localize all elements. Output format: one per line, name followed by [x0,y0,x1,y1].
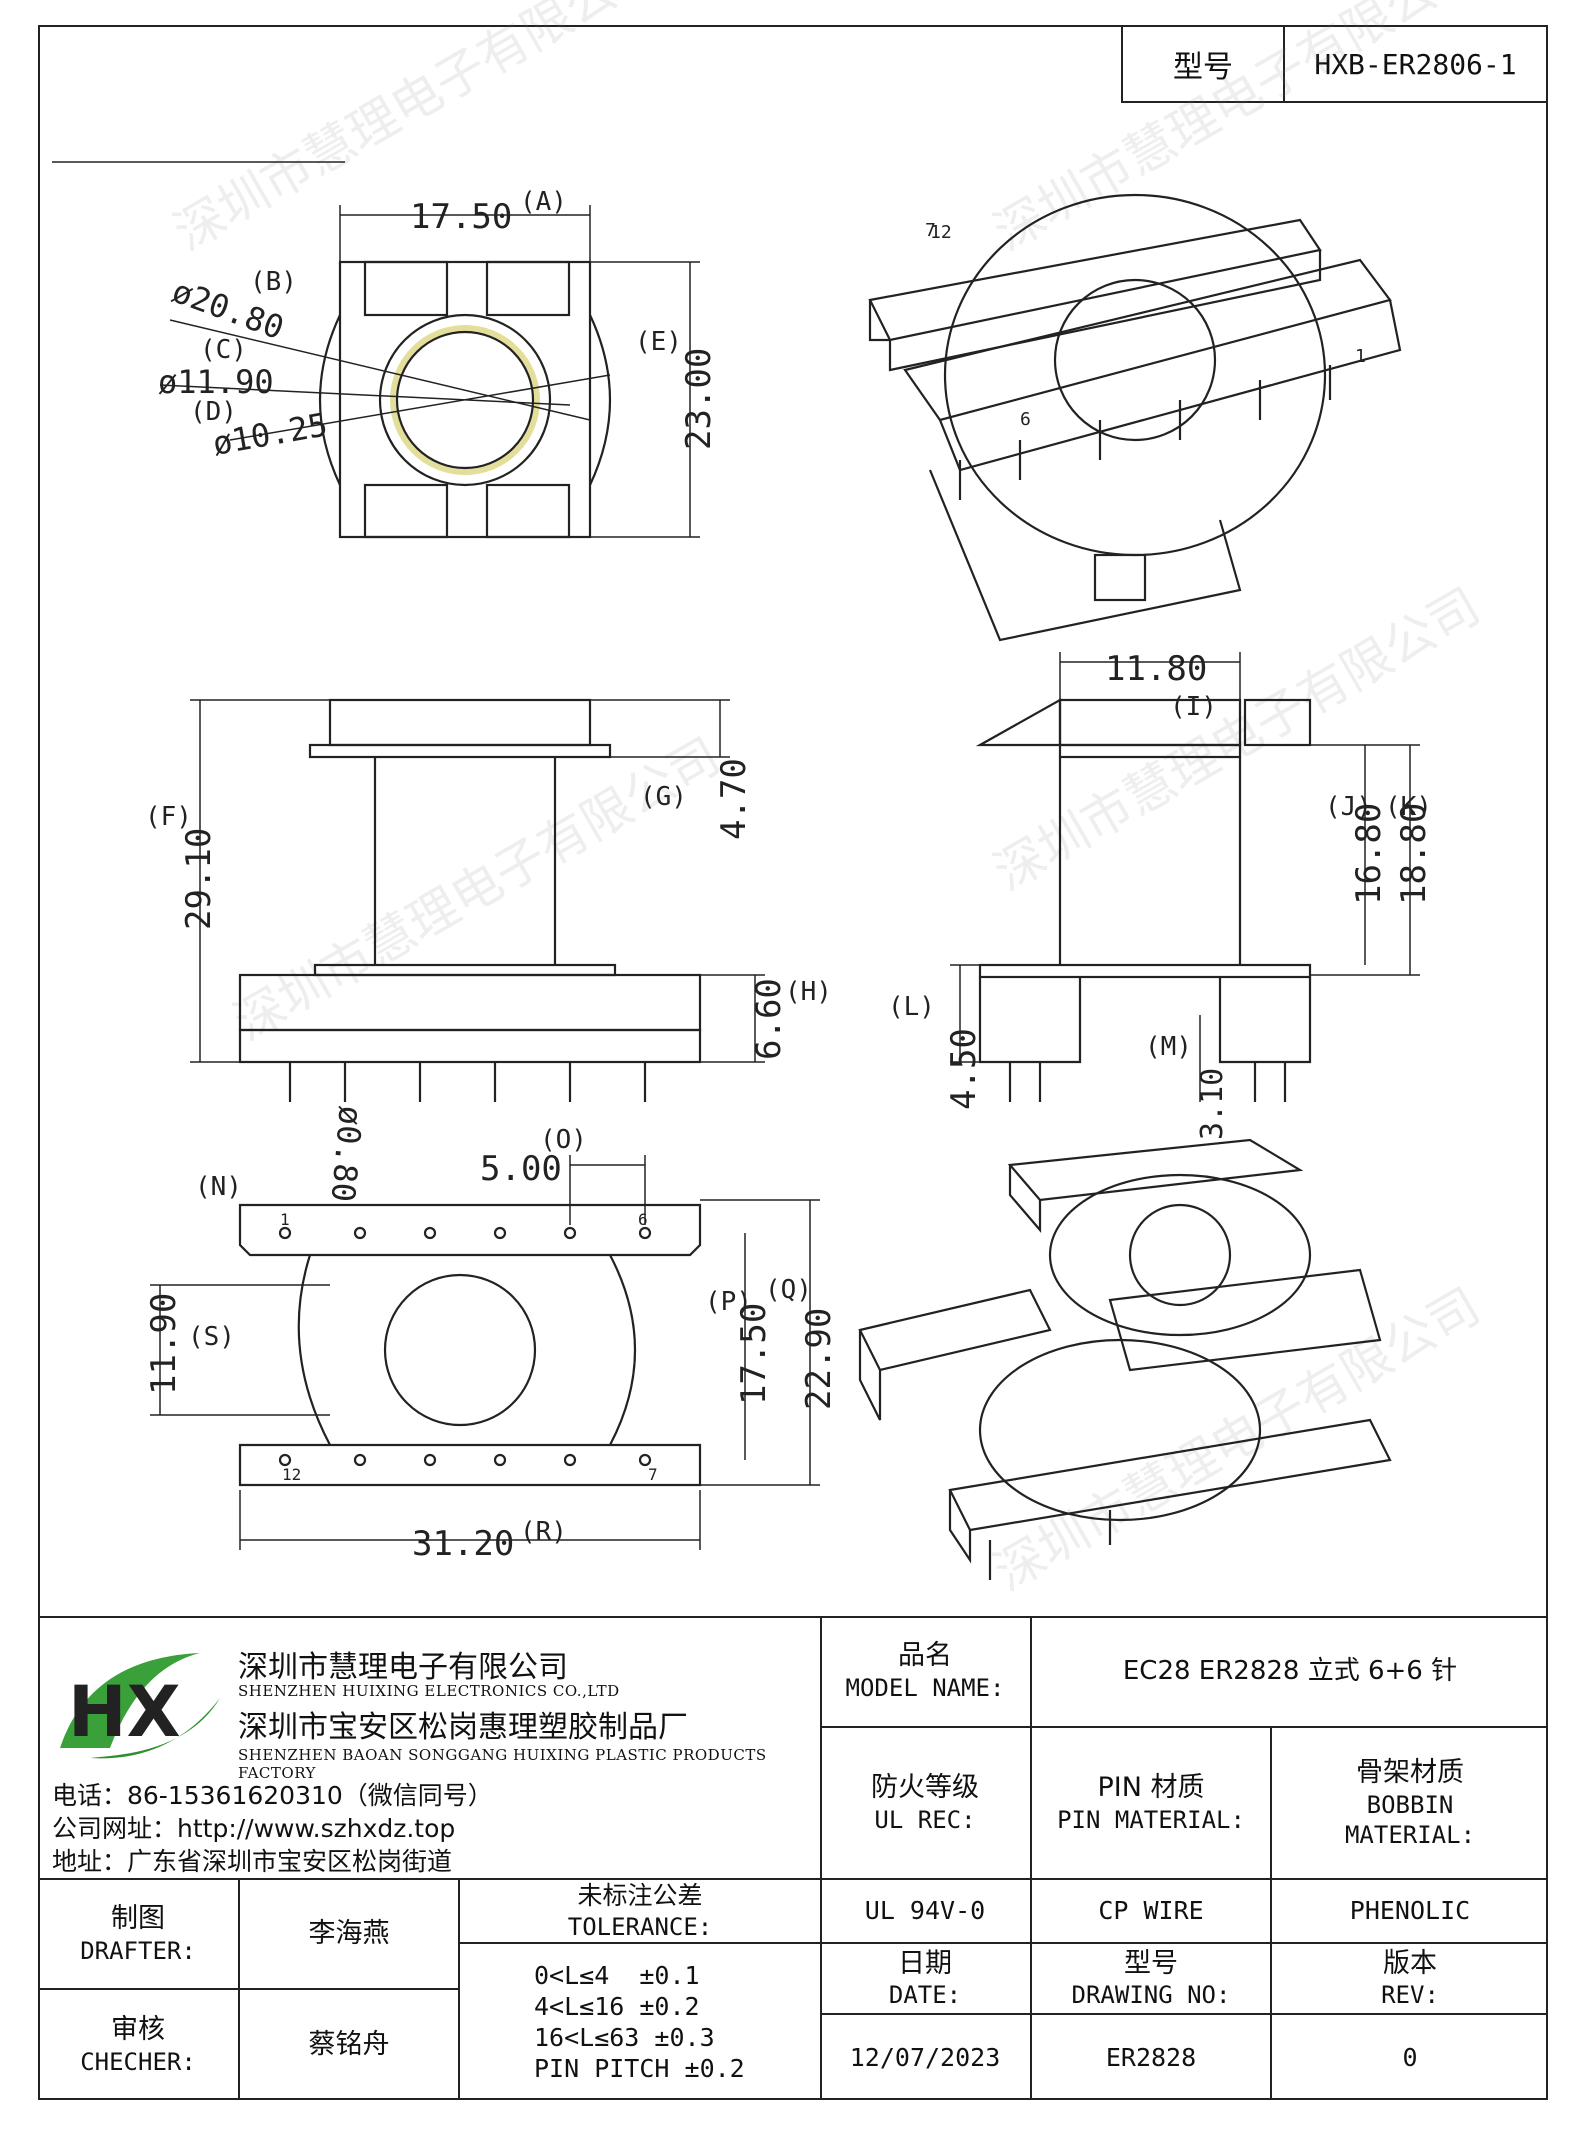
pin-material-value: CP WIRE [1098,1896,1204,1926]
bottom-pin-12: 12 [282,1465,301,1484]
dim-p-label: (P) [705,1287,752,1317]
drawing-no-value: ER2828 [1105,2042,1197,2072]
dim-g-value: 4.70 [714,758,754,840]
tolerance-header: 未标注公差 TOLERANCE: [567,1881,713,1941]
model-name-header: 品名 MODEL NAME: [845,1640,1005,1702]
company-address: 地址：广东省深圳市宝安区松岗街道 [52,1847,453,1876]
iso-pin-7: 7 [925,220,936,241]
title-block: HX 深圳市慧理电子有限公司 SHENZHEN HUIXING ELECTRON… [38,1616,1548,2100]
date-value: 12/07/2023 [849,2042,1001,2072]
dim-k-value: 18.80 [1394,803,1434,905]
tolerance-values: 0<L≤4 ±0.1 4<L≤16 ±0.2 16<L≤63 ±0.3 PIN … [460,1944,820,2100]
model-number-box: 型号 HXB-ER2806-1 [1121,25,1548,103]
dim-g-label: (G) [640,782,687,812]
model-label: 型号 [1123,27,1285,101]
technical-drawing [52,161,1420,1580]
date-header: 日期 DATE: [888,1947,962,2010]
dim-q-label: (Q) [765,1275,812,1305]
logo-text: HX [68,1671,181,1753]
dim-j-label: (J) [1325,792,1372,822]
bottom-pin-6: 6 [638,1210,648,1229]
isometric-view-bottom [858,1138,1392,1580]
bobbin-material-header: 骨架材质 BOBBIN MATERIAL: [1344,1757,1476,1849]
side-view [950,652,1420,1102]
rev-header: 版本 REV: [1381,1947,1439,2010]
tolerance-line: 16<L≤63 ±0.3 [534,2023,715,2052]
drafter-header: 制图 DRAFTER: [80,1903,196,1965]
company-block: HX 深圳市慧理电子有限公司 SHENZHEN HUIXING ELECTRON… [38,1616,820,1878]
iso-pin-12: 12 [930,222,952,243]
factory-name-en: SHENZHEN BAOAN SONGGANG HUIXING PLASTIC … [238,1746,767,1782]
drawing-no-header: 型号 DRAWING NO: [1071,1947,1231,2010]
dim-o-value: 5.00 [480,1149,562,1189]
checker-header: 审核 CHECHER: [80,2014,196,2076]
tolerance-line: 0<L≤4 ±0.1 [534,1960,700,1990]
dim-m-value: 3.10 [1195,1068,1230,1140]
dim-e-value: 23.00 [679,348,719,450]
dim-f-value: 29.10 [179,828,219,930]
drafter-name: 李海燕 [308,1918,390,1950]
checker-name: 蔡铭舟 [308,2029,390,2061]
dim-k-label: (K) [1385,792,1432,822]
dim-l-label: (L) [888,992,935,1022]
dim-n-label: (N) [195,1172,242,1202]
dim-e-label: (E) [635,327,682,357]
model-name-value: EC28 ER2828 立式 6+6 针 [1122,1655,1458,1686]
ul-rec-header: 防火等级 UL REC: [871,1772,979,1834]
drawing-frame [38,25,1548,2100]
dim-l-value: 4.50 [944,1028,984,1110]
ul-rec-value: UL 94V-0 [864,1896,986,1926]
dim-b-label: (B) [250,267,297,297]
top-view [159,205,700,539]
dim-r-label: (R) [520,1517,567,1547]
bobbin-material-value: PHENOLIC [1349,1896,1471,1926]
iso-pin-6: 6 [1020,409,1031,430]
pin-material-header: PIN 材质 PIN MATERIAL: [1057,1772,1245,1834]
rev-value: 0 [1402,2042,1418,2072]
dim-p-value: 17.50 [734,1303,774,1405]
dim-d-label: (D) [190,397,237,427]
dim-s-label: (S) [188,1322,235,1352]
dim-a-label: (A) [520,187,567,217]
iso-pin-1: 1 [1355,346,1366,367]
model-value: HXB-ER2806-1 [1314,47,1517,81]
dimension-labels: 17.50 (A) (B) ø20.80 (C) ø11.90 (D) ø10.… [144,187,1434,1564]
dim-m-label: (M) [1145,1032,1192,1062]
company-name-en: SHENZHEN HUIXING ELECTRONICS CO.,LTD [238,1682,620,1700]
front-view [190,698,765,1102]
company-logo: HX [60,1653,220,1759]
dim-s-value: 11.90 [144,1293,184,1395]
company-phone: 电话：86-15361620310（微信同号） [52,1781,493,1810]
bottom-pin-7: 7 [648,1465,658,1484]
isometric-view-top [868,193,1402,642]
company-name-cn: 深圳市慧理电子有限公司 [238,1650,568,1685]
dim-n-value: ø0.80 [324,1104,370,1203]
dim-j-value: 16.80 [1349,803,1389,905]
dim-f-label: (F) [145,802,192,832]
dim-i-value: 11.80 [1105,649,1207,689]
dim-a-value: 17.50 [410,197,512,237]
bottom-pin-1: 1 [280,1210,290,1229]
company-website: 公司网址：http://www.szhxdz.top [52,1814,456,1843]
dim-h-value: 6.60 [749,978,789,1060]
tolerance-line: 4<L≤16 ±0.2 [534,1991,700,2021]
dim-o-label: (O) [540,1125,587,1155]
dim-c-label: (C) [200,335,247,365]
dim-q-value: 22.90 [799,1308,839,1410]
dim-i-label: (I) [1170,692,1217,722]
bottom-view [150,1155,820,1550]
factory-name-cn: 深圳市宝安区松岗惠理塑胶制品厂 [238,1710,688,1745]
dim-r-value: 31.20 [412,1524,514,1564]
dim-c-value: ø11.90 [158,363,274,401]
dim-h-label: (H) [785,977,832,1007]
tolerance-line: PIN PITCH ±0.2 [534,2054,745,2084]
